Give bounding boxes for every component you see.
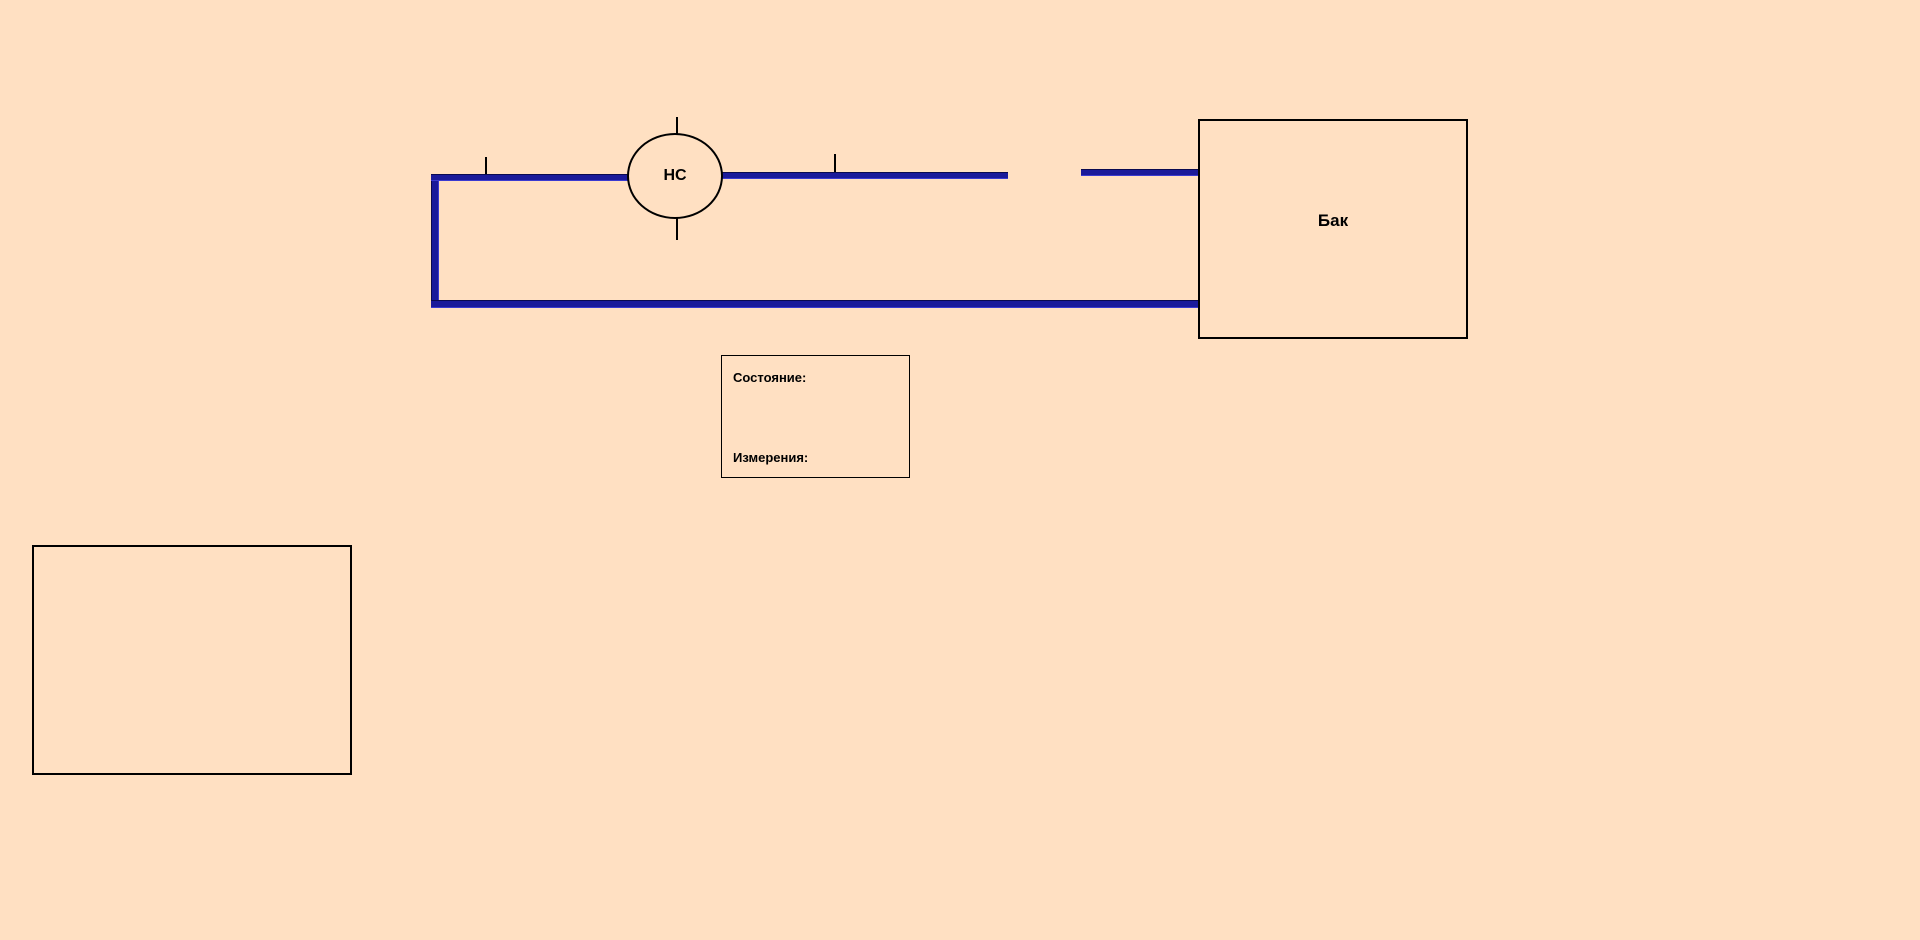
info-panel: Состояние: Измерения:	[721, 355, 910, 478]
pipe-bottom-return	[431, 300, 1199, 308]
measurements-label: Измерения:	[733, 450, 809, 465]
pipe-left-vertical	[431, 174, 439, 308]
tank-label: Бак	[1317, 211, 1349, 230]
pump-label: НС	[663, 167, 687, 184]
pump-tick-bottom	[676, 218, 678, 240]
pump-tick-top	[676, 117, 678, 134]
pipe-top-middle	[722, 172, 1008, 179]
empty-panel	[32, 545, 352, 775]
pipe-top-right	[1081, 169, 1199, 176]
pipe-top-left	[431, 174, 629, 181]
sensor-tick-left	[485, 157, 487, 174]
tank-symbol[interactable]: Бак	[1198, 119, 1468, 339]
sensor-tick-middle	[834, 154, 836, 172]
pump-symbol[interactable]: НС	[627, 133, 723, 219]
state-label: Состояние:	[733, 370, 807, 385]
